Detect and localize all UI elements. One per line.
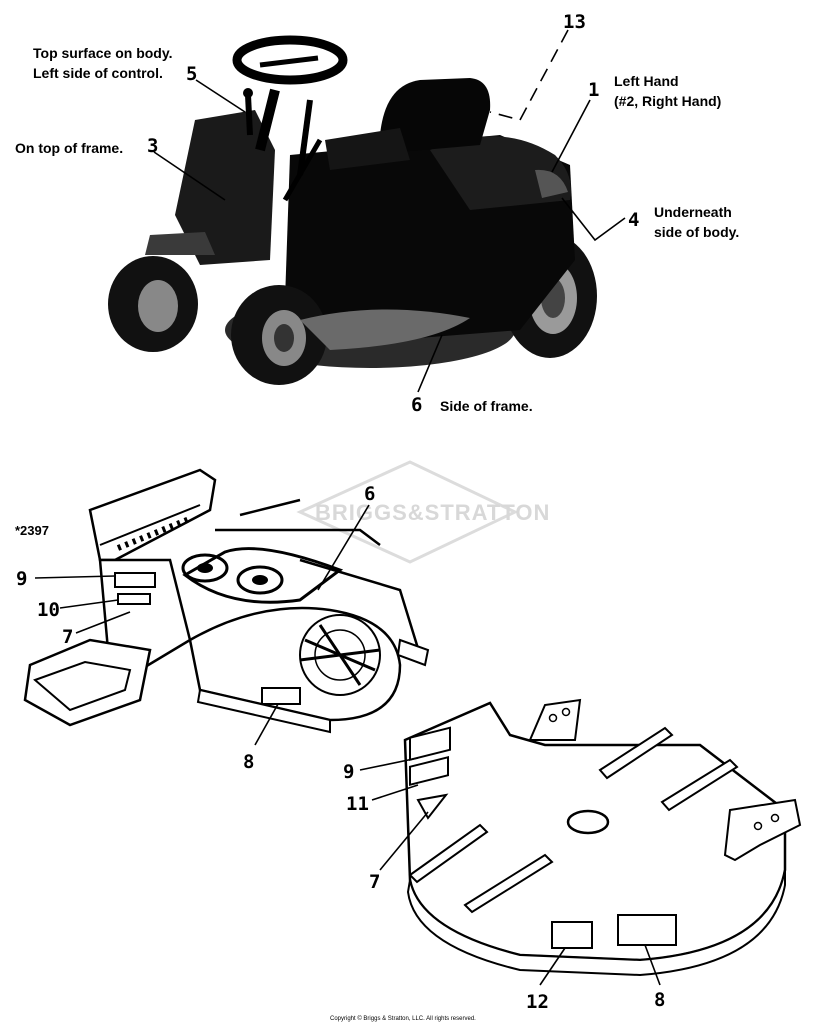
caption-6: Side of frame. xyxy=(440,398,533,414)
callout-5: 5 xyxy=(186,63,197,85)
decal-8-cover xyxy=(617,914,677,946)
rear-guard xyxy=(88,468,217,562)
front-axle xyxy=(23,638,152,727)
caption-1-line1: Left Hand xyxy=(614,73,679,89)
callout-7: 7 xyxy=(62,626,73,648)
callout-9-cover: 9 xyxy=(343,761,354,783)
caption-1-line2: (#2, Right Hand) xyxy=(614,93,721,109)
callout-13: 13 xyxy=(563,11,586,33)
seat xyxy=(380,78,491,152)
caption-5-line1: Top surface on body. xyxy=(33,45,173,61)
mower-deck-assembly xyxy=(188,606,402,722)
callout-11-cover: 11 xyxy=(346,793,369,815)
callout-6-deck: 6 xyxy=(364,483,375,505)
rear-hood xyxy=(430,136,571,210)
caption-4-line1: Underneath xyxy=(654,204,732,220)
decal-12-cover xyxy=(551,921,593,949)
callout-1: 1 xyxy=(588,79,599,101)
decal-11-cover xyxy=(409,756,449,787)
decal-7-cover xyxy=(416,793,449,820)
callout-6: 6 xyxy=(411,394,422,416)
caption-4-line2: side of body. xyxy=(654,224,739,240)
leader-lines-top xyxy=(153,29,626,393)
leader-lines-bottom xyxy=(359,757,661,986)
spindle-hole xyxy=(566,809,610,835)
decal-9-frame xyxy=(114,572,156,588)
callout-8: 8 xyxy=(243,751,254,773)
front-step xyxy=(145,232,215,255)
linkage xyxy=(215,498,422,656)
deck-cover-rim xyxy=(406,869,786,977)
blade-housing xyxy=(299,614,381,696)
callout-3: 3 xyxy=(147,135,158,157)
callout-7-cover: 7 xyxy=(369,871,380,893)
mount-bracket-rear xyxy=(528,698,582,741)
callout-12-cover: 12 xyxy=(526,991,549,1013)
dashed-leader-13 xyxy=(489,29,569,121)
frame-deck-illustration xyxy=(23,468,430,734)
callout-8-cover: 8 xyxy=(654,989,665,1011)
callout-4: 4 xyxy=(628,209,639,231)
watermark: BRIGGS&STRATTON xyxy=(296,460,550,564)
decal-8-frame xyxy=(261,687,301,705)
callout-9: 9 xyxy=(16,568,27,590)
drive-belt xyxy=(182,547,344,604)
leader-lines-middle xyxy=(34,504,370,746)
watermark-diamond xyxy=(296,460,519,564)
deck-cover-illustration xyxy=(403,698,802,977)
left-hand-decal-area xyxy=(535,169,568,198)
callout-10: 10 xyxy=(37,599,60,621)
reference-note: *2397 xyxy=(15,523,49,538)
copyright-notice: Copyright © Briggs & Stratton, LLC. All … xyxy=(330,1015,476,1022)
decal-10-frame xyxy=(117,593,151,605)
caption-3: On top of frame. xyxy=(15,140,123,156)
riding-mower-illustration xyxy=(108,35,597,385)
steering-wheel xyxy=(232,35,348,85)
caption-5-line2: Left side of control. xyxy=(33,65,163,81)
mount-bracket-side xyxy=(723,798,802,862)
blade xyxy=(299,624,381,686)
decal-9-cover xyxy=(409,726,451,762)
control-tower xyxy=(175,110,275,265)
watermark-text: BRIGGS&STRATTON xyxy=(315,500,550,525)
